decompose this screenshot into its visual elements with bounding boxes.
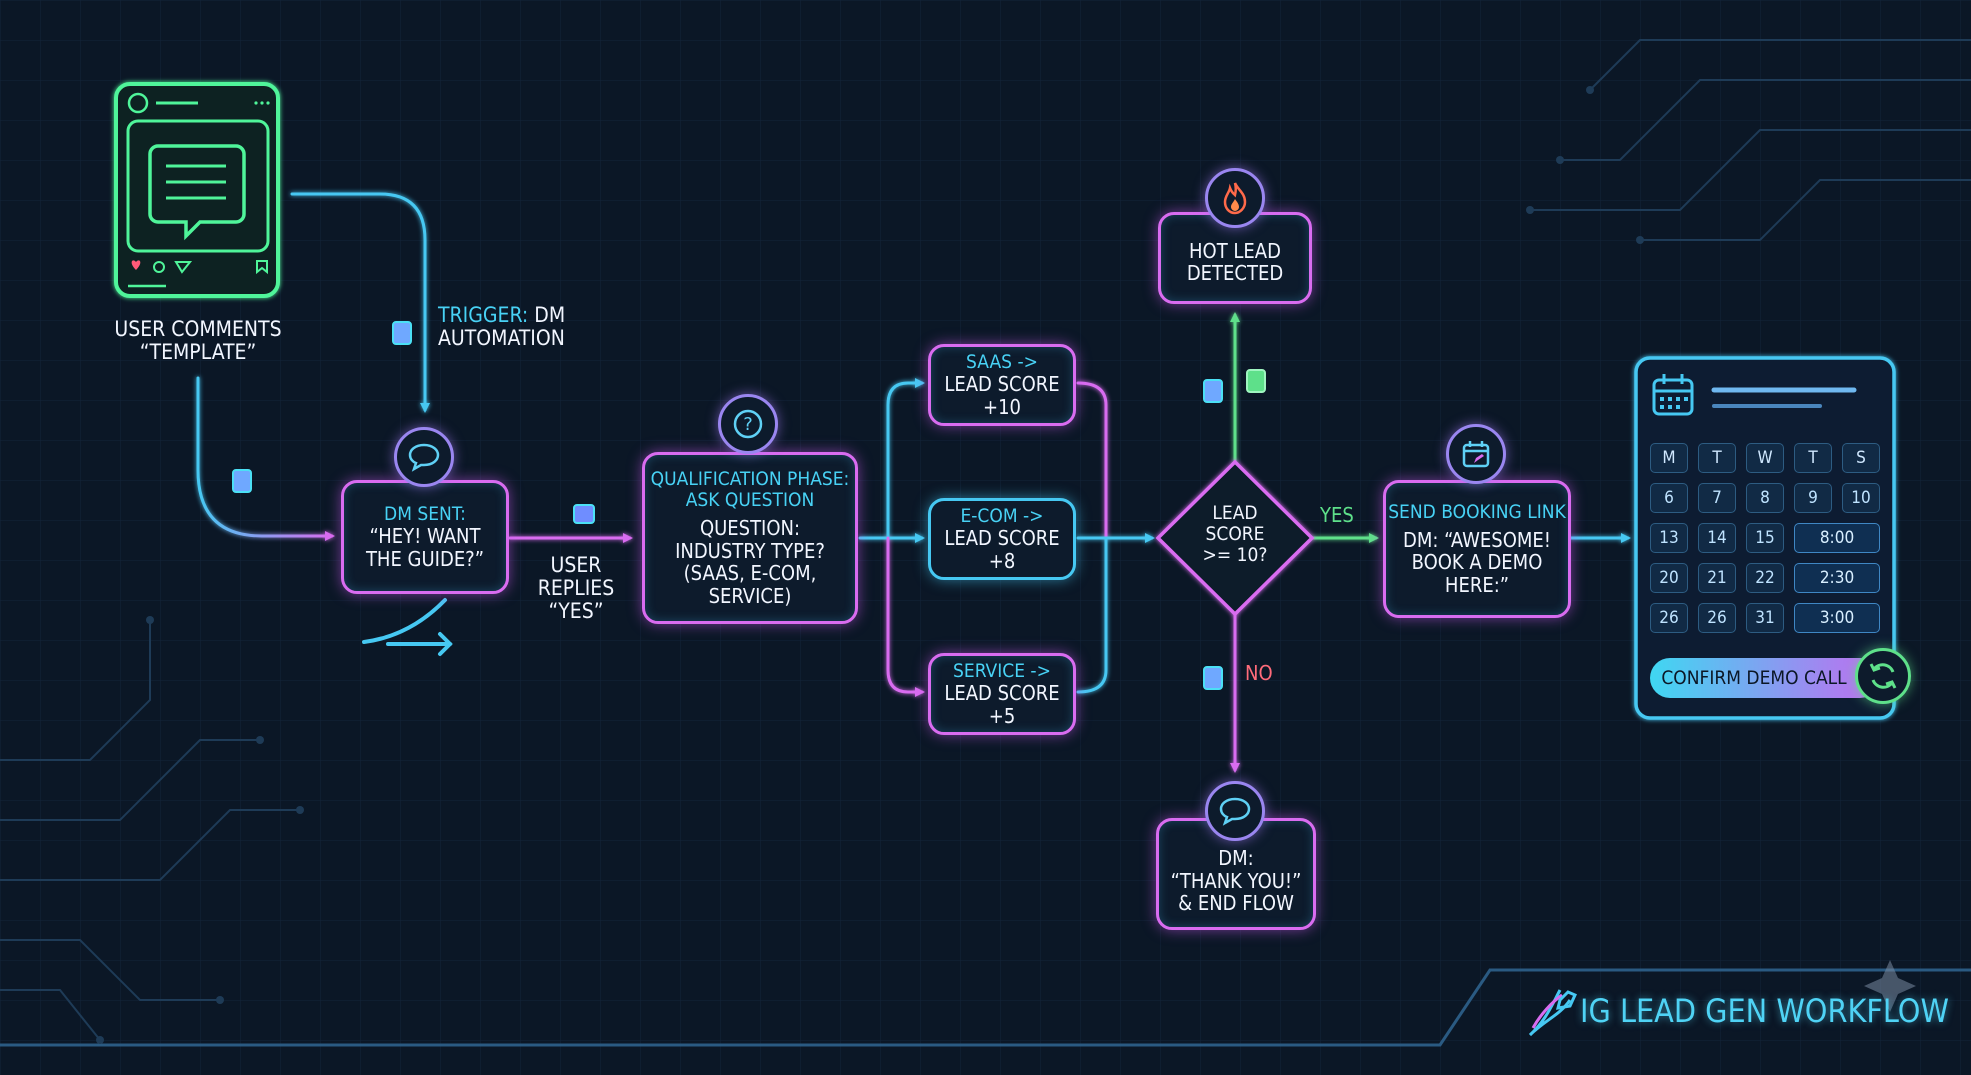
qualification-line2: INDUSTRY TYPE?	[675, 538, 825, 563]
calendar-day-header: S	[1842, 443, 1880, 473]
decision-line2: SCORE	[1205, 522, 1265, 545]
calendar-day-header: W	[1746, 443, 1784, 473]
hot-lead-line1: HOT LEAD	[1189, 238, 1281, 263]
calendar-icon	[1652, 374, 1694, 416]
decision-diamond	[1155, 459, 1315, 617]
calendar-time-slot[interactable]: 2:30	[1794, 563, 1880, 593]
calendar-day-header: T	[1698, 443, 1736, 473]
confirm-demo-button-bg	[1650, 658, 1880, 698]
qualification-title1: QUALIFICATION PHASE:	[650, 467, 850, 490]
trigger-line2: AUTOMATION	[438, 326, 565, 351]
calendar-date-cell[interactable]: 21	[1698, 563, 1736, 593]
footer-title: IG LEAD GEN WORKFLOW	[1580, 992, 1949, 1030]
qualification-title2: ASK QUESTION	[685, 489, 815, 512]
user-replies-line1: USER REPLIES	[537, 553, 615, 601]
trigger-accent: TRIGGER:	[438, 303, 529, 327]
booking-line2: BOOK A DEMO	[1411, 550, 1543, 575]
bookmark-icon	[256, 260, 268, 275]
calendar-time-slot[interactable]: 8:00	[1794, 523, 1880, 553]
qualification-line4: SERVICE)	[708, 583, 792, 608]
chat-icon	[394, 427, 454, 487]
calendar-date-cell[interactable]: 20	[1650, 563, 1688, 593]
thank-you-line2: “THANK YOU!”	[1170, 868, 1302, 893]
calendar-date-cell[interactable]: 22	[1746, 563, 1784, 593]
decision-line1: LEAD	[1212, 502, 1258, 524]
dm-sent-line2: THE GUIDE?”	[365, 546, 485, 571]
hot-lead-line2: DETECTED	[1186, 261, 1284, 285]
branch-saas-line1: SAAS ->	[966, 350, 1038, 373]
qualification-line1: QUESTION:	[699, 516, 801, 541]
heart-icon	[131, 260, 141, 270]
social-post-card	[114, 82, 280, 298]
booking-node: SEND BOOKING LINK DM: “AWESOME! BOOK A D…	[1383, 480, 1571, 618]
calendar-date-cell[interactable]: 14	[1698, 523, 1736, 553]
fork-decoration	[362, 598, 453, 656]
calendar-date-cell[interactable]: 7	[1698, 483, 1736, 513]
decision-line3: >= 10?	[1202, 543, 1268, 566]
calendar-date-cell[interactable]: 15	[1746, 523, 1784, 553]
calendar-day-header: M	[1650, 443, 1688, 473]
chat-icon-end	[1205, 781, 1265, 841]
rocket-icon	[1528, 989, 1577, 1037]
no-label: NO	[1245, 661, 1273, 685]
branch-service-line1: SERVICE ->	[953, 659, 1051, 682]
dm-sent-title: DM SENT:	[384, 502, 466, 525]
confirm-demo-button[interactable]: CONFIRM DEMO CALL	[1650, 658, 1858, 698]
thank-you-line3: & END FLOW	[1178, 891, 1294, 916]
post-caption: USER COMMENTS “TEMPLATE”	[110, 317, 286, 365]
dm-sent-node: DM SENT: “HEY! WANT THE GUIDE?”	[341, 480, 509, 594]
circuit-decoration	[0, 39, 1971, 1047]
chat-bubble-icon	[148, 144, 246, 241]
calendar-date-cell[interactable]: 10	[1842, 483, 1880, 513]
trigger-label: TRIGGER: DM AUTOMATION	[438, 303, 566, 351]
qualification-node: QUALIFICATION PHASE: ASK QUESTION QUESTI…	[642, 452, 858, 624]
branch-ecom-line1: E-COM ->	[960, 504, 1044, 527]
dm-sent-line1: “HEY! WANT	[369, 524, 481, 549]
branch-saas-line2: LEAD SCORE +10	[944, 372, 1060, 419]
qualification-line3: (SAAS, E-COM,	[683, 561, 817, 586]
question-icon: ?	[718, 394, 778, 454]
branch-service-node: SERVICE -> LEAD SCORE +5	[928, 653, 1076, 735]
branch-saas-node: SAAS -> LEAD SCORE +10	[928, 344, 1076, 426]
calendar-date-cell[interactable]: 31	[1746, 603, 1784, 633]
sparkle-icon	[1864, 960, 1916, 1012]
post-caption-line1: USER COMMENTS	[114, 317, 282, 341]
thank-you-line1: DM:	[1218, 846, 1254, 871]
calendar-date-cell[interactable]: 26	[1698, 603, 1736, 633]
calendar-day-header: T	[1794, 443, 1832, 473]
comment-icon	[153, 261, 165, 273]
data-packet-decoration	[232, 321, 1266, 690]
calendar-edit-icon	[1446, 424, 1506, 484]
branch-service-line2: LEAD SCORE +5	[944, 681, 1060, 728]
post-caption-line2: “TEMPLATE”	[139, 340, 257, 365]
calendar-date-cell[interactable]: 8	[1746, 483, 1784, 513]
user-replies-label: USER REPLIES “YES”	[514, 553, 638, 624]
branch-ecom-node: E-COM -> LEAD SCORE +8	[928, 498, 1076, 580]
flame-icon	[1205, 168, 1265, 228]
calendar-date-cell[interactable]: 26	[1650, 603, 1688, 633]
branch-ecom-line2: LEAD SCORE +8	[944, 526, 1060, 573]
booking-line1: DM: “AWESOME!	[1403, 528, 1551, 553]
booking-line3: HERE:”	[1444, 572, 1510, 597]
calendar-time-slot[interactable]: 3:00	[1794, 603, 1880, 633]
trigger-rest: DM	[534, 303, 566, 327]
booking-title: SEND BOOKING LINK	[1388, 500, 1566, 523]
share-icon	[174, 261, 193, 274]
user-replies-line2: “YES”	[548, 599, 604, 624]
calendar-date-cell[interactable]: 9	[1794, 483, 1832, 513]
calendar-date-cell[interactable]: 6	[1650, 483, 1688, 513]
confirm-demo-label: CONFIRM DEMO CALL	[1661, 667, 1847, 689]
decision-text: LEAD SCORE >= 10?	[1185, 503, 1285, 566]
calendar-date-cell[interactable]: 13	[1650, 523, 1688, 553]
yes-label: YES	[1320, 503, 1354, 527]
refresh-icon[interactable]	[1855, 648, 1911, 704]
svg-text:?: ?	[743, 414, 753, 435]
